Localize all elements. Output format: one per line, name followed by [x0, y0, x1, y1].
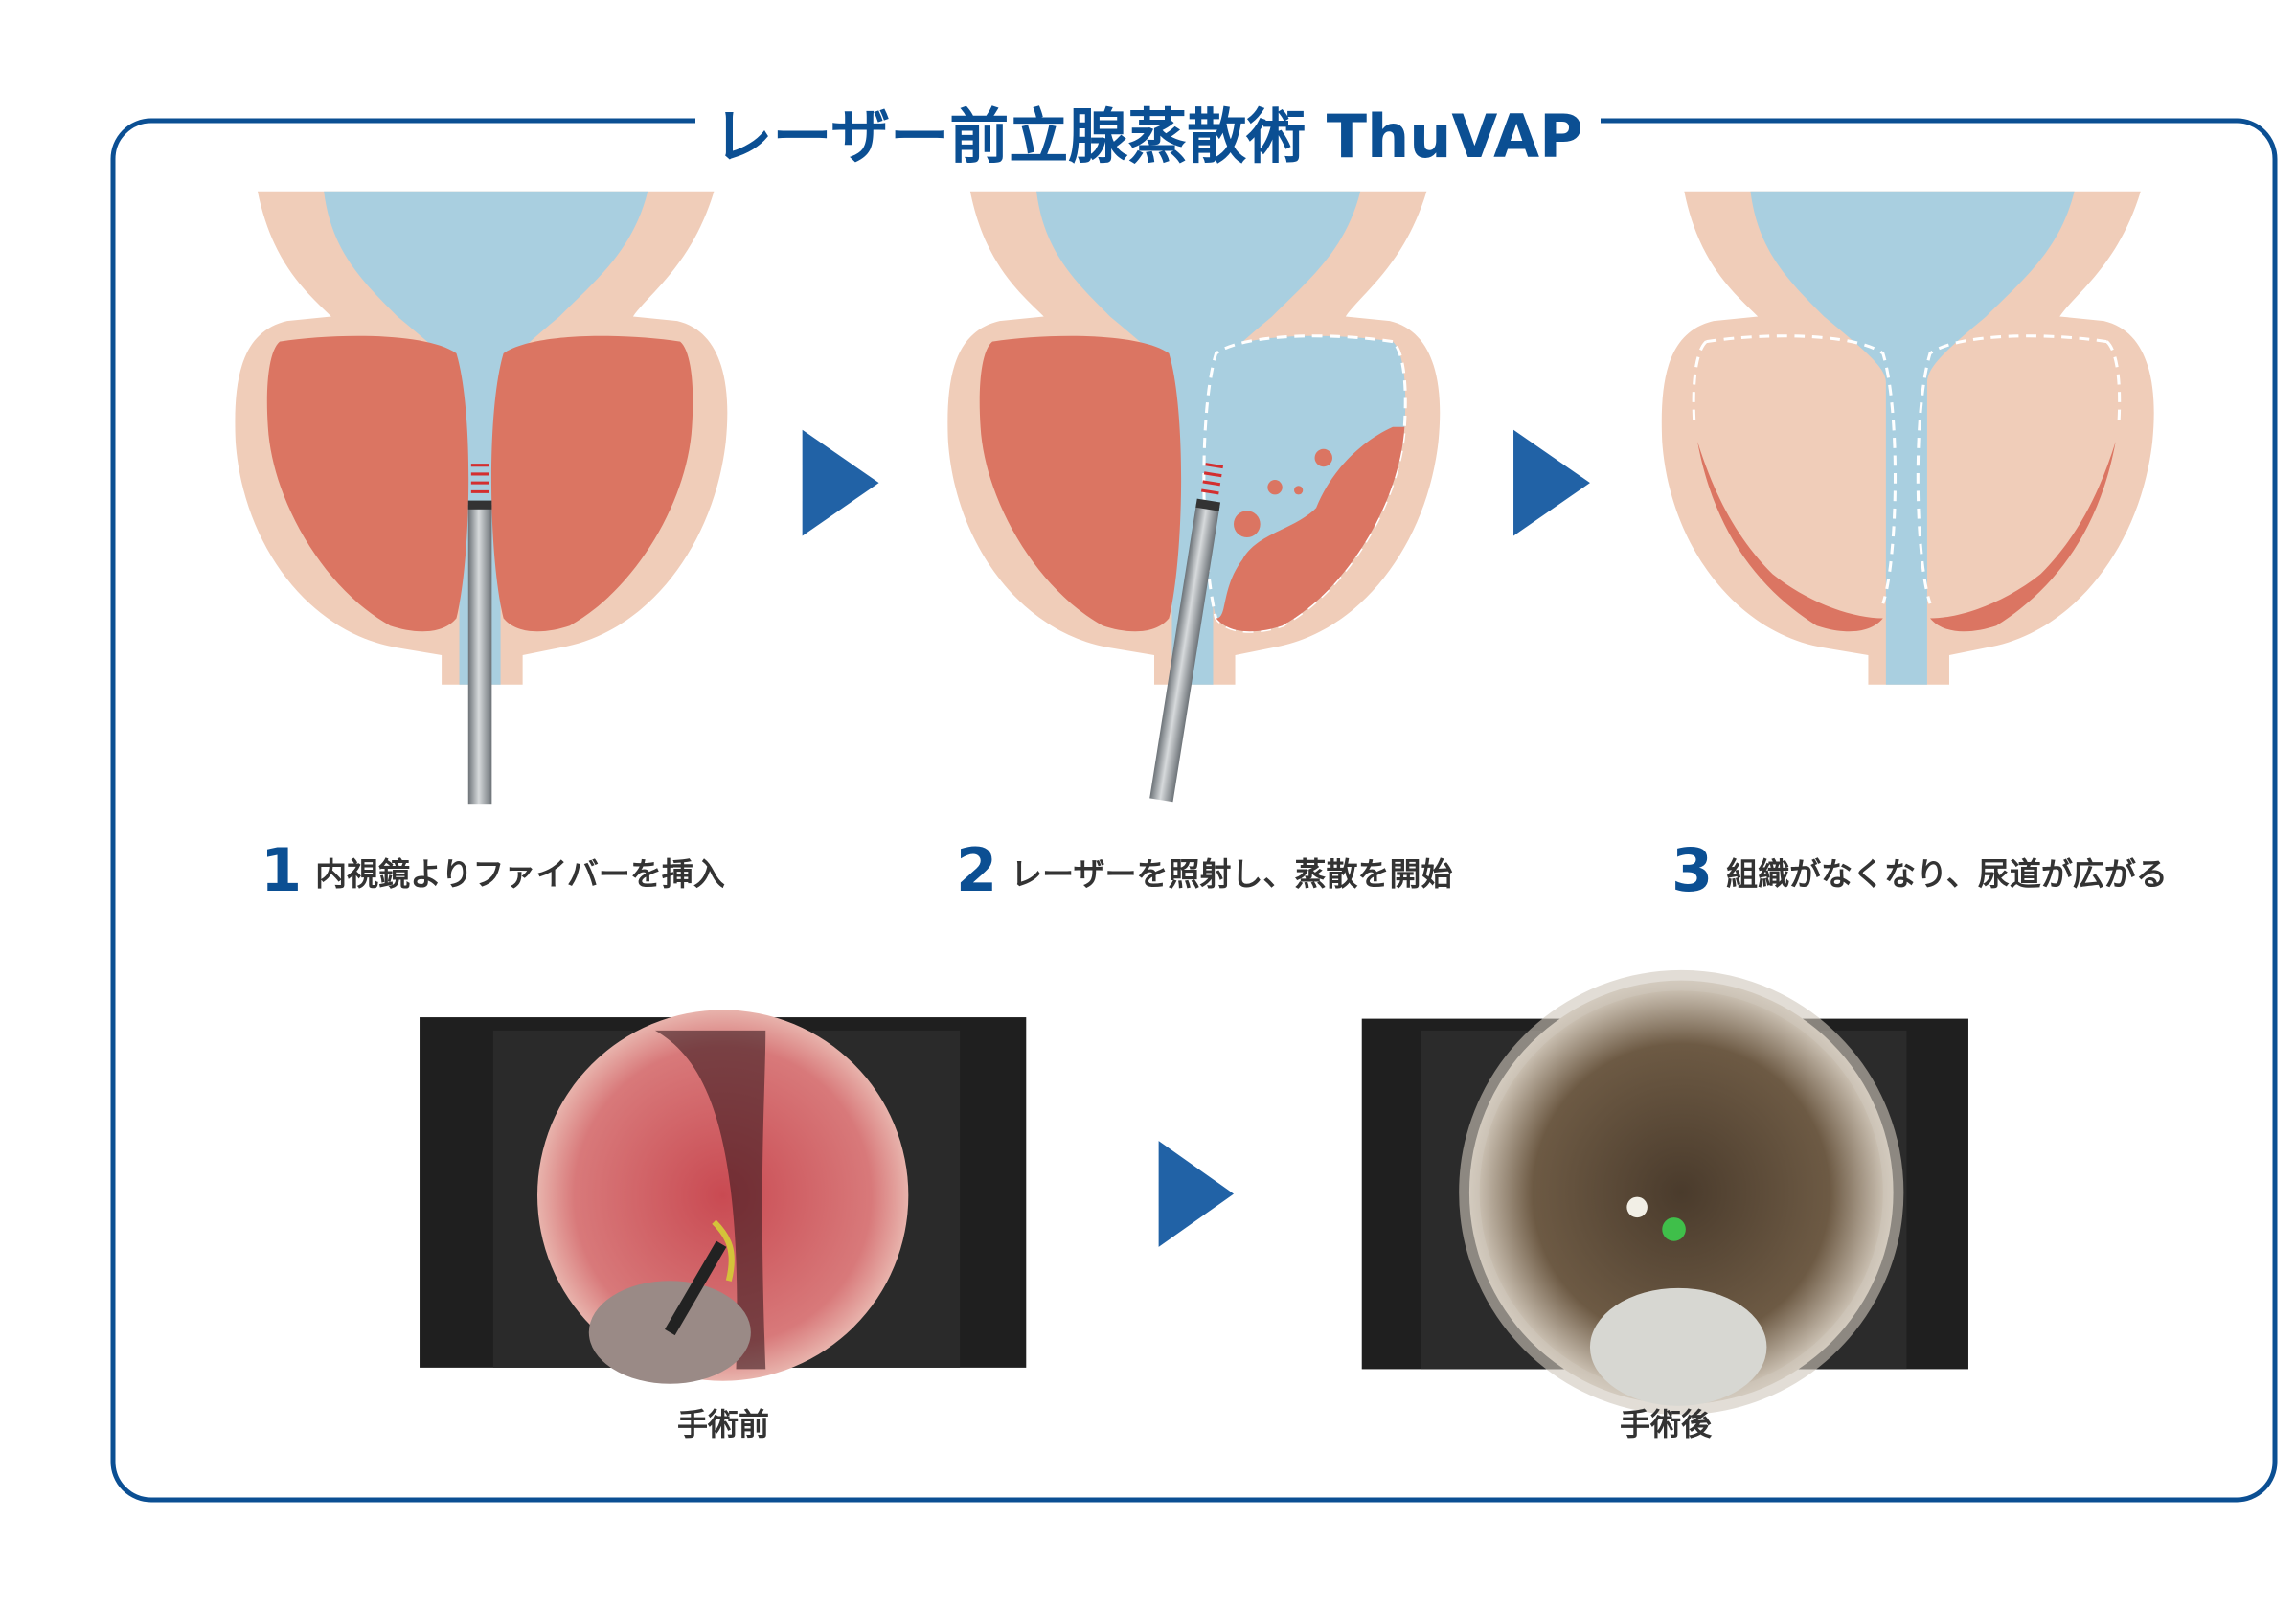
arrow-before-to-after [1158, 1141, 1235, 1247]
laser-fiber-tip [470, 464, 489, 493]
diagram-step-3 [1661, 191, 2154, 685]
photo-label-before: 手術前 [676, 1406, 769, 1442]
arrow-step-2-to-3 [1513, 429, 1590, 536]
endoscope [467, 505, 492, 805]
page-title: レーザー前立腺蒸散術 ThuVAP [0, 88, 2296, 174]
diagram-step-1 [235, 191, 728, 805]
photo-after-surgery [1361, 969, 1968, 1416]
photo-label-after: 手術後 [1619, 1406, 1712, 1442]
photo-before-surgery [420, 1010, 1027, 1384]
diagram-step-2 [947, 191, 1441, 803]
arrow-step-1-to-2 [802, 429, 879, 536]
